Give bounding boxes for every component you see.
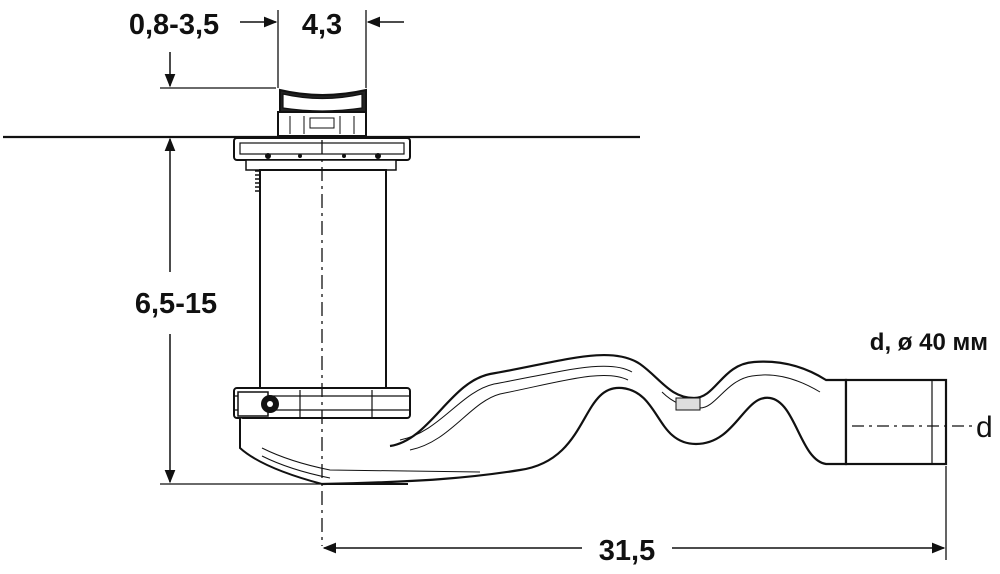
dim-label-grate-width: 4,3 [302,9,342,41]
outlet-pipe [261,353,948,486]
dim-label-top-gap: 0,8-3,5 [129,9,219,41]
outlet-diameter-callout: d, ø 40 мм [870,329,988,356]
dim-label-height: 6,5-15 [135,288,217,320]
grate-cap [277,88,367,137]
d-marker-label: d [976,411,993,444]
dim-label-length: 31,5 [599,535,655,567]
riser-tube [259,169,387,389]
